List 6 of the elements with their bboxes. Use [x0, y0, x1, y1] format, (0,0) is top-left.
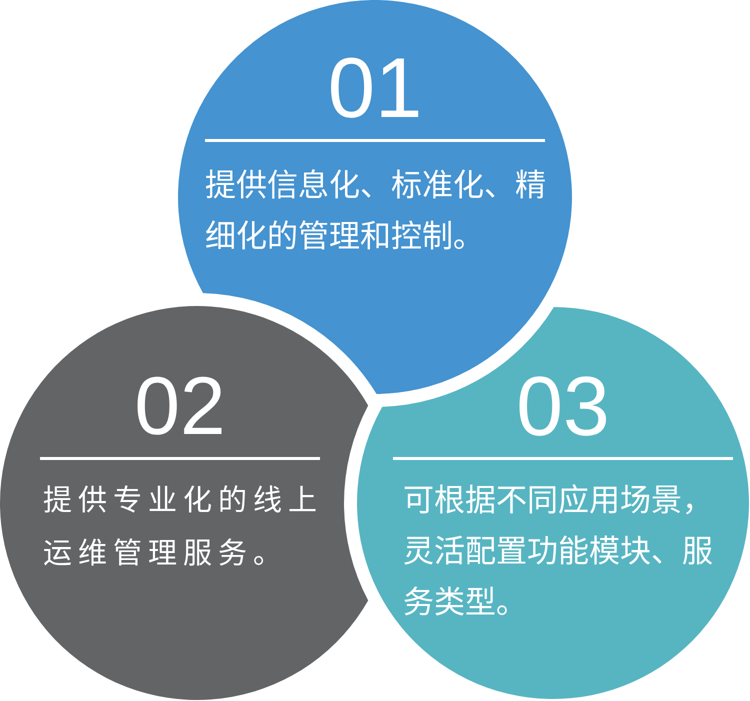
description-text: 提供信息化、标准化、精细化的管理和控制。: [205, 167, 547, 257]
step-number: 03: [516, 364, 610, 448]
description-text: 提供专业化的线上运维管理服务。: [43, 482, 324, 572]
step-number: 01: [328, 46, 422, 131]
step-number: 02: [134, 366, 226, 448]
description-text: 可根据不同应用场景，灵活配置功能模块、服务类型。: [403, 482, 714, 623]
